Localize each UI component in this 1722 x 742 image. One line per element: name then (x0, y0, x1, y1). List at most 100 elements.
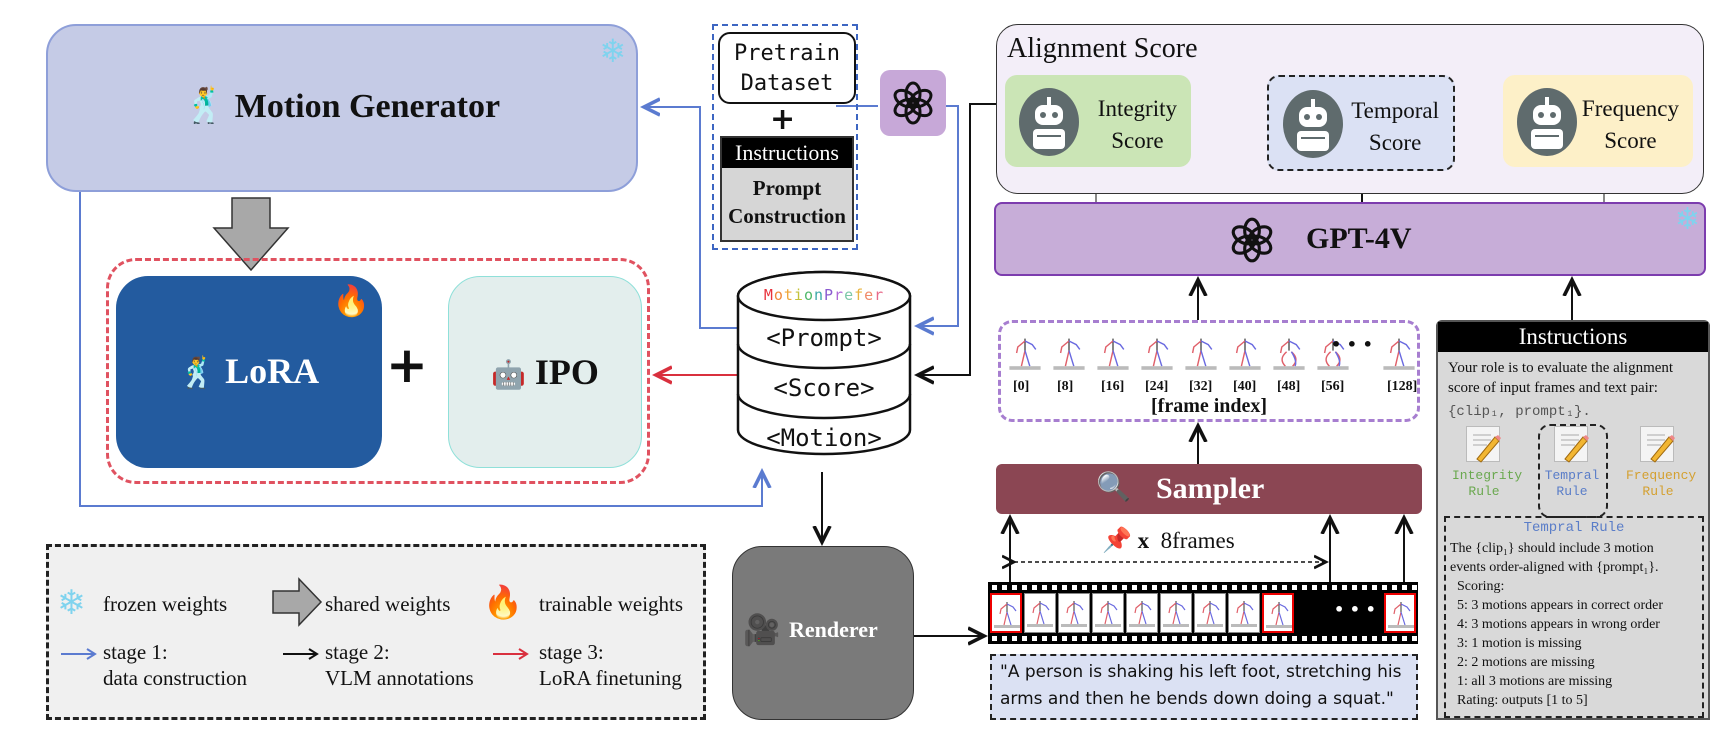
frame-label: [40] (1233, 379, 1257, 394)
title-letter: i (793, 286, 804, 304)
rule-label-line2: Rule (1642, 484, 1674, 499)
frame-thumbnail (1183, 335, 1219, 376)
motionprefer-title: MotionPrefer (736, 286, 912, 304)
frame-label: [16] (1101, 379, 1125, 394)
title-letter: o (803, 286, 814, 304)
robot-avatar-icon (1517, 88, 1577, 156)
prompt-line: Prompt (752, 176, 822, 200)
film-frame (1160, 593, 1192, 633)
legend-stage2-arrow-icon (283, 648, 319, 660)
prompt-construction-group (712, 24, 858, 250)
dataset-line1: Pretrain (734, 41, 840, 66)
score-line1: Integrity (1097, 96, 1177, 121)
film-ellipsis: • • • (1334, 600, 1376, 619)
rule-detail-line: events order-aligned with {prompt₁}. (1450, 560, 1659, 575)
rule-label-line2: Rule (1556, 484, 1588, 499)
title-letter: e (864, 286, 875, 304)
plus-sign-small: + (770, 102, 796, 137)
rule-detail-line: 1: all 3 motions are missing (1450, 674, 1613, 689)
instruction-pair: {clip₁, prompt₁}. (1448, 404, 1591, 420)
legend-trainable: trainable weights (539, 592, 684, 616)
alignment-score-title: Alignment Score (1007, 33, 1198, 64)
score-line2: Score (1368, 130, 1422, 155)
selected-rule-highlight (1538, 424, 1608, 518)
legend-frozen: frozen weights (103, 592, 228, 616)
lora-box: 🕺 LoRA 🔥 (116, 276, 382, 468)
database-cylinder (736, 270, 912, 456)
title-letter: e (844, 286, 855, 304)
prompt-text-box: "A person is shaking his left foot, stre… (990, 654, 1418, 720)
rule-detail-line: 5: 3 motions appears in correct order (1450, 598, 1664, 613)
rule-detail-line: 3: 1 motion is missing (1450, 636, 1582, 651)
score-line1: Temporal (1351, 98, 1439, 123)
legend-stage3-line1: stage 3: (539, 640, 604, 664)
construction-line: Construction (728, 204, 846, 228)
frame-label: [56] (1321, 379, 1345, 394)
fire-icon: 🔥 (332, 284, 370, 319)
legend-stage1-arrow-icon (61, 648, 97, 660)
renderer-box: 🎥 Renderer (732, 546, 914, 720)
film-frame (1024, 593, 1056, 633)
finetune-group (106, 258, 650, 484)
pretrain-dataset-box: Pretrain Dataset (718, 32, 856, 104)
rule-detail-box: Tempral Rule The {clip₁} should include … (1444, 516, 1704, 718)
prompt-line2: arms and then he bends down doing a squa… (1000, 689, 1394, 709)
rule-detail-line: 2: 2 motions are missing (1450, 655, 1595, 670)
lora-title: LoRA (225, 351, 320, 391)
legend-shared: shared weights (325, 592, 451, 616)
robot-avatar-icon (1019, 88, 1079, 156)
instructions-panel: Instructions Your role is to evaluate th… (1436, 320, 1710, 720)
frames-ellipsis: • • • (1331, 335, 1373, 354)
rule-detail-line: Scoring: (1450, 579, 1505, 594)
frame-label: [128] (1387, 379, 1418, 394)
rule-label-line1: Tempral (1544, 468, 1600, 483)
db-row-motion: <Motion> (766, 424, 882, 452)
openai-logo-badge (880, 70, 946, 136)
film-frame-sampled (990, 593, 1022, 633)
legend-stage2-line1: stage 2: (325, 640, 390, 664)
frame-thumbnail (1315, 335, 1351, 376)
magnifier-icon: 🔍 (1096, 470, 1131, 503)
frame-label: [48] (1277, 379, 1301, 394)
gpt4v-title: GPT-4V (1306, 222, 1412, 255)
rule-document-pencil-icon (1554, 426, 1589, 463)
sampled-frames-group: [0][8][16][24][32][40][48][56][128] • • … (998, 320, 1420, 422)
renderer-title: Renderer (789, 617, 878, 642)
openai-icon (893, 81, 933, 125)
sampling-label: 📌 x 8frames (1102, 526, 1235, 554)
instructions-card: Instructions Prompt Construction (720, 136, 854, 242)
dataset-line2: Dataset (740, 71, 834, 96)
frame-thumbnail (1381, 335, 1417, 376)
frame-thumbnail (1007, 335, 1043, 376)
frame-thumbnail (1139, 335, 1175, 376)
title-letter: M (763, 286, 774, 304)
prompt-line1: "A person is shaking his left foot, stre… (1000, 662, 1402, 682)
score-line2: Score (1604, 128, 1657, 153)
instruction-line1: Your role is to evaluate the alignment (1448, 360, 1674, 376)
film-frame (1194, 593, 1226, 633)
pushpin-icon: 📌 (1102, 526, 1132, 554)
rule-detail-line: The {clip₁} should include 3 motion (1450, 541, 1654, 556)
robot-avatar-icon (1283, 90, 1343, 158)
ipo-title: IPO (534, 352, 599, 392)
title-letter: n (813, 286, 824, 304)
film-frame (1126, 593, 1158, 633)
frame-thumbnail (1227, 335, 1263, 376)
rule-document-pencil-icon (1640, 426, 1675, 463)
rule-detail-line: 4: 3 motions appears in wrong order (1450, 617, 1660, 632)
legend-stage1-line2: data construction (103, 666, 248, 690)
frame-thumbnail (1095, 335, 1131, 376)
rule-document-pencil-icon (1466, 426, 1501, 463)
film-frame (1092, 593, 1124, 633)
sampler-box: 🔍 Sampler (996, 464, 1422, 514)
rule-label-line1: Frequency (1626, 468, 1697, 483)
times-sign: x (1137, 528, 1150, 553)
robot-icon: 🤖 (491, 358, 526, 391)
film-frame-sampled (1384, 593, 1416, 633)
title-letter: t (783, 286, 794, 304)
